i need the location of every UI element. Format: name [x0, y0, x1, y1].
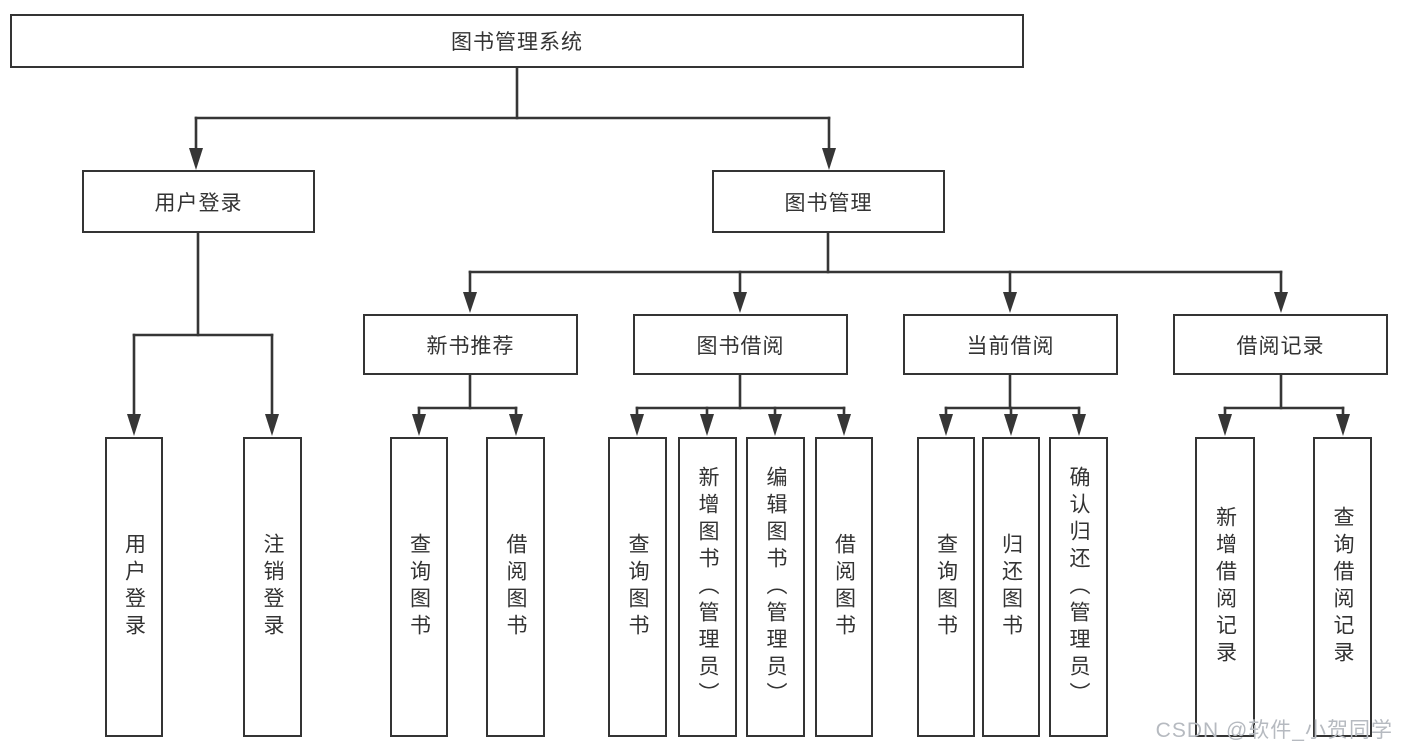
node-book-borrow: 图书借阅: [633, 314, 848, 375]
connector-current-borrow: [939, 373, 1086, 436]
connector-book-mgmt: [463, 231, 1288, 313]
node-book-management: 图书管理: [712, 170, 945, 233]
leaf-query-book-3: 查询图书: [917, 437, 975, 737]
connector-borrow-record: [1218, 373, 1350, 436]
leaf-edit-book-admin: 编辑图书（管理员）: [746, 437, 805, 737]
leaf-confirm-return-admin: 确认归还（管理员）: [1049, 437, 1108, 737]
leaf-query-book-2: 查询图书: [608, 437, 667, 737]
node-new-book-recommend: 新书推荐: [363, 314, 578, 375]
node-user-login: 用户登录: [82, 170, 315, 233]
leaf-add-borrow-record: 新增借阅记录: [1195, 437, 1255, 737]
node-current-borrow: 当前借阅: [903, 314, 1118, 375]
node-borrow-record: 借阅记录: [1173, 314, 1388, 375]
leaf-return-book: 归还图书: [982, 437, 1040, 737]
leaf-user-login: 用户登录: [105, 437, 163, 737]
connector-root: [189, 66, 836, 170]
leaf-query-book-1: 查询图书: [390, 437, 448, 737]
leaf-logout: 注销登录: [243, 437, 302, 737]
connector-new-book: [412, 373, 523, 436]
connector-book-borrow: [630, 373, 851, 436]
connector-user-login: [127, 231, 279, 436]
csdn-watermark: CSDN @软件_小贺同学: [1155, 719, 1393, 742]
leaf-add-book-admin: 新增图书（管理员）: [678, 437, 737, 737]
leaf-query-borrow-record: 查询借阅记录: [1313, 437, 1372, 737]
node-root-system: 图书管理系统: [10, 14, 1024, 68]
leaf-borrow-book-2: 借阅图书: [815, 437, 873, 737]
leaf-borrow-book-1: 借阅图书: [486, 437, 545, 737]
